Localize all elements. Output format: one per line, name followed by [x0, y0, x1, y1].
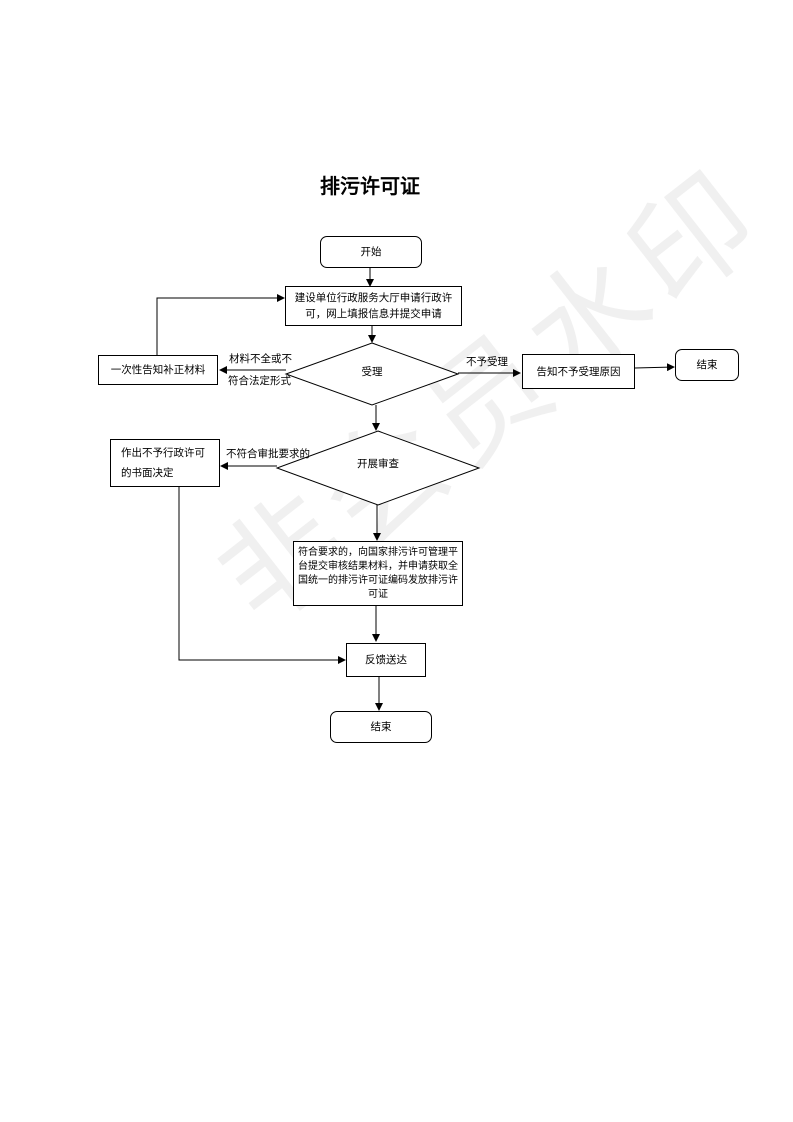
edge-label-not-accept: 不予受理 — [466, 356, 508, 368]
supplement-node: 一次性告知补正材料 — [98, 355, 218, 385]
accept-label: 受理 — [361, 366, 383, 378]
end-node-top: 结束 — [675, 349, 739, 381]
review-diamond — [275, 430, 481, 506]
edge-label-not-meet: 不符合审批要求的 — [226, 448, 310, 460]
feedback-node: 反馈送达 — [346, 643, 426, 677]
deny-decision-node: 作出不予行政许可的书面决定 — [110, 439, 220, 487]
end-node-bottom: 结束 — [330, 711, 432, 743]
edge-label-incomplete-2: 符合法定形式 — [228, 375, 291, 387]
approve-node: 符合要求的，向国家排污许可管理平台提交审核结果材料，并申请获取全国统一的排污许可… — [293, 541, 463, 606]
arrow-supplement-to-apply — [156, 294, 285, 355]
apply-node: 建设单位行政服务大厅申请行政许可，网上填报信息并提交申请 — [285, 286, 462, 326]
start-node: 开始 — [320, 236, 422, 268]
page-title: 排污许可证 — [320, 174, 420, 198]
arrow-reject-to-end — [634, 363, 675, 372]
review-label: 开展审查 — [357, 458, 399, 470]
arrow-deny-to-feedback — [178, 487, 346, 664]
reject-notice-node: 告知不予受理原因 — [522, 354, 635, 389]
accept-diamond — [284, 342, 460, 406]
edge-label-incomplete-1: 材料不全或不 — [229, 353, 292, 365]
